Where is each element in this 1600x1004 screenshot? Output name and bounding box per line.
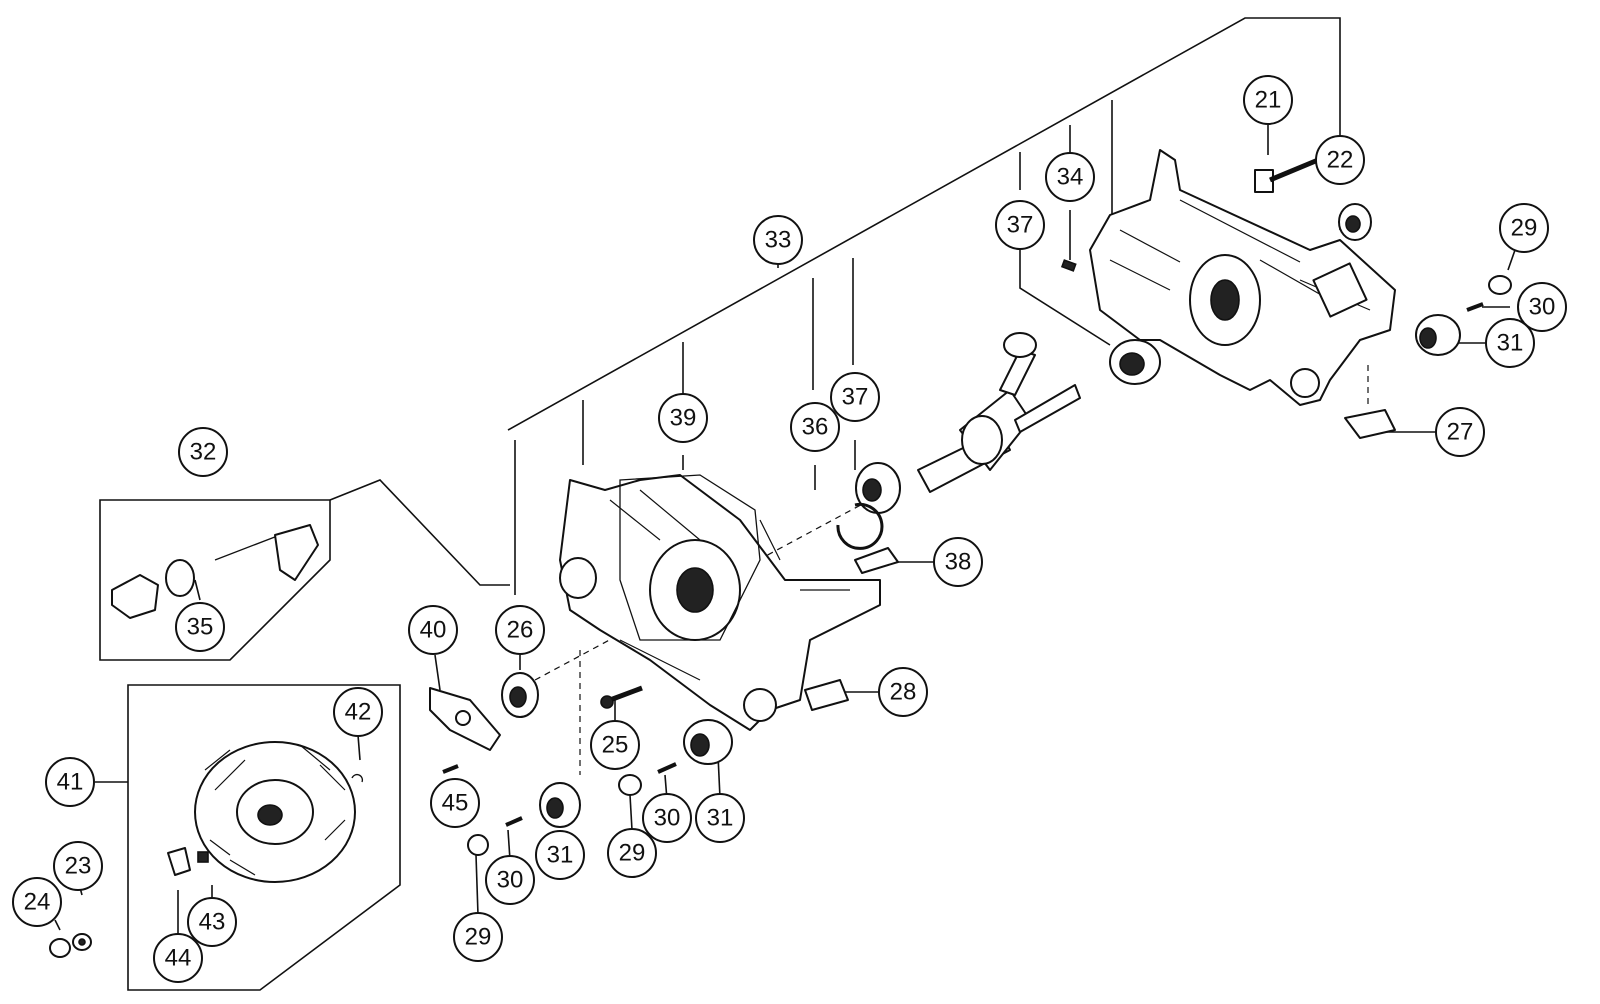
callout-38: 38 bbox=[933, 537, 983, 587]
plate-40 bbox=[429, 687, 501, 751]
bearing-37-center bbox=[855, 462, 901, 514]
circlip-36 bbox=[836, 502, 884, 550]
assembly-line-32 bbox=[329, 479, 510, 586]
svg-text:29: 29 bbox=[619, 840, 646, 867]
callout-27: 27 bbox=[1435, 407, 1485, 457]
av-mount-right bbox=[1415, 275, 1512, 356]
callout-42: 42 bbox=[333, 687, 383, 737]
callout-32: 32 bbox=[178, 427, 228, 477]
callout-30: 30 bbox=[485, 855, 535, 905]
leader-lines bbox=[54, 17, 1516, 935]
bearing-37-right bbox=[1109, 339, 1161, 385]
svg-text:45: 45 bbox=[442, 790, 469, 817]
svg-text:38: 38 bbox=[945, 549, 972, 576]
gasket-39 bbox=[619, 474, 761, 641]
svg-text:31: 31 bbox=[1497, 330, 1524, 357]
kit-32-parts bbox=[111, 524, 319, 619]
callout-37: 37 bbox=[830, 372, 880, 422]
svg-text:36: 36 bbox=[802, 414, 829, 441]
callout-33: 33 bbox=[753, 215, 803, 265]
callout-21: 21 bbox=[1243, 75, 1293, 125]
svg-text:21: 21 bbox=[1255, 87, 1282, 114]
svg-text:25: 25 bbox=[602, 732, 629, 759]
av-mount-center bbox=[618, 719, 733, 796]
svg-text:42: 42 bbox=[345, 699, 372, 726]
crankcase-left bbox=[559, 474, 881, 731]
callout-35: 35 bbox=[175, 602, 225, 652]
callout-40: 40 bbox=[408, 605, 458, 655]
pin-34 bbox=[1060, 259, 1077, 272]
svg-text:34: 34 bbox=[1057, 164, 1084, 191]
svg-text:31: 31 bbox=[547, 842, 574, 869]
callout-39: 39 bbox=[658, 393, 708, 443]
callout-29: 29 bbox=[607, 828, 657, 878]
svg-text:31: 31 bbox=[707, 805, 734, 832]
svg-text:28: 28 bbox=[890, 679, 917, 706]
callout-31: 31 bbox=[695, 793, 745, 843]
svg-text:37: 37 bbox=[1007, 212, 1034, 239]
callout-29: 29 bbox=[453, 912, 503, 962]
crankcase-right bbox=[1089, 149, 1396, 406]
bracket-27 bbox=[1344, 409, 1396, 439]
bracket-28 bbox=[804, 679, 849, 711]
callout-34: 34 bbox=[1045, 152, 1095, 202]
callout-44: 44 bbox=[153, 933, 203, 983]
kit-box-32 bbox=[99, 499, 331, 661]
callout-30: 30 bbox=[1517, 282, 1567, 332]
callout-43: 43 bbox=[187, 897, 237, 947]
callout-25: 25 bbox=[590, 720, 640, 770]
bolt-21 bbox=[1254, 157, 1319, 193]
svg-text:23: 23 bbox=[65, 853, 92, 880]
av-mount-left bbox=[442, 764, 581, 856]
screw-25 bbox=[600, 685, 643, 709]
svg-text:27: 27 bbox=[1447, 419, 1474, 446]
crankshaft bbox=[917, 332, 1081, 493]
callout-31: 31 bbox=[1485, 318, 1535, 368]
svg-text:24: 24 bbox=[24, 889, 51, 916]
svg-text:41: 41 bbox=[57, 769, 84, 796]
svg-text:40: 40 bbox=[420, 617, 447, 644]
svg-text:30: 30 bbox=[1529, 294, 1556, 321]
callout-28: 28 bbox=[878, 667, 928, 717]
svg-text:37: 37 bbox=[842, 384, 869, 411]
svg-text:22: 22 bbox=[1327, 147, 1354, 174]
svg-text:39: 39 bbox=[670, 405, 697, 432]
callout-30: 30 bbox=[642, 793, 692, 843]
svg-text:33: 33 bbox=[765, 227, 792, 254]
svg-text:30: 30 bbox=[654, 805, 681, 832]
seal-26 bbox=[501, 672, 539, 718]
svg-text:44: 44 bbox=[165, 945, 192, 972]
callout-23: 23 bbox=[53, 841, 103, 891]
bracket-38 bbox=[854, 547, 899, 574]
kit-box-41 bbox=[127, 684, 401, 991]
assembly-line-top bbox=[507, 17, 1341, 431]
callout-29: 29 bbox=[1499, 203, 1549, 253]
svg-text:30: 30 bbox=[497, 867, 524, 894]
callout-36: 36 bbox=[790, 402, 840, 452]
flywheel-41 bbox=[167, 741, 364, 883]
svg-text:43: 43 bbox=[199, 909, 226, 936]
nut-washer-23-24 bbox=[49, 933, 92, 958]
callout-41: 41 bbox=[45, 757, 95, 807]
svg-text:29: 29 bbox=[1511, 215, 1538, 242]
svg-text:32: 32 bbox=[190, 439, 217, 466]
svg-text:29: 29 bbox=[465, 924, 492, 951]
callout-22: 22 bbox=[1315, 135, 1365, 185]
callout-24: 24 bbox=[12, 877, 62, 927]
seal-22 bbox=[1338, 203, 1372, 241]
svg-text:26: 26 bbox=[507, 617, 534, 644]
callout-45: 45 bbox=[430, 778, 480, 828]
svg-text:35: 35 bbox=[187, 614, 214, 641]
callout-37: 37 bbox=[995, 200, 1045, 250]
callout-26: 26 bbox=[495, 605, 545, 655]
callout-31: 31 bbox=[535, 830, 585, 880]
